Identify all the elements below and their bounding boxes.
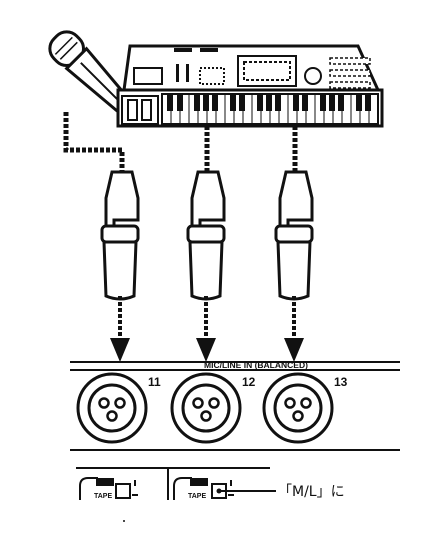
xlr-plug-icon [188,172,224,340]
xlr-plug-icon [102,172,138,340]
channel-number: 11 [148,375,161,389]
arrow-down-icon [284,338,304,362]
switch-label: TAPE [94,493,112,500]
xlr-jack-icon[interactable] [264,374,332,442]
arrow-down-icon [196,338,216,362]
xlr-plug-icon [276,172,312,340]
dot [123,520,125,522]
keyboard-synth-icon [118,46,382,126]
channel-number: 12 [242,375,256,389]
arrow-down-icon [110,338,130,362]
mic-cable [66,112,122,172]
xlr-jack-icon[interactable] [172,374,240,442]
switch-label: TAPE [188,493,206,500]
section-label: MIC/LINE IN (BALANCED) [204,360,308,370]
callout-text: 「M/L」に [278,484,345,500]
channel-number: 13 [334,375,348,389]
xlr-jack-icon[interactable] [78,374,146,442]
